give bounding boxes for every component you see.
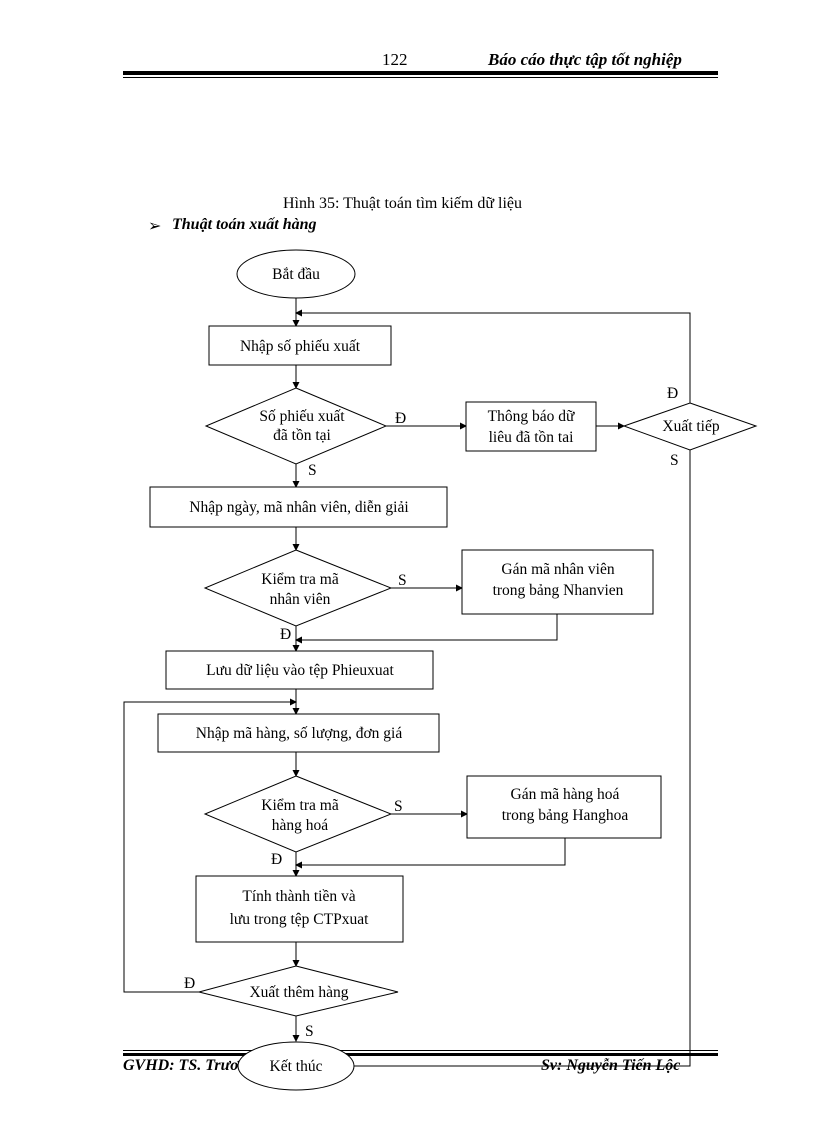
input-slip-box (208, 325, 392, 366)
flow-line (295, 838, 566, 869)
footer-rule-thin (123, 1050, 718, 1051)
no-label: S (305, 1023, 314, 1040)
input-slip-label: Nhập số phiếu xuất (240, 338, 361, 355)
assign-employee-label-2: trong bảng Nhanvien (493, 582, 624, 599)
end-terminal (237, 1041, 355, 1091)
input-date-box (149, 486, 448, 528)
header-title: Báo cáo thực tập tốt nghiệp (488, 50, 682, 69)
header-rule-thin (123, 77, 718, 78)
input-goods-label: Nhập mã hàng, số lượng, đơn giá (196, 725, 403, 742)
notify-exists-box (465, 401, 597, 452)
end-label: Kết thúc (270, 1058, 323, 1075)
check-slip-label-2: đã tồn tại (273, 427, 331, 444)
check-goods-label-2: hàng hoá (272, 817, 329, 834)
footer-rule (123, 1053, 718, 1056)
flow-line (295, 614, 558, 644)
save-slip-label: Lưu dữ liệu vào tệp Phieuxuat (206, 662, 394, 679)
yes-label: Đ (280, 626, 291, 643)
start-terminal (236, 249, 356, 299)
loop-line (123, 698, 297, 993)
check-slip-label-1: Số phiếu xuất (259, 408, 345, 425)
save-slip-box (165, 650, 434, 690)
notify-exists-label-1: Thông báo dữ (488, 408, 575, 425)
no-label: S (398, 572, 407, 589)
yes-label: Đ (184, 975, 195, 992)
yes-label: Đ (395, 410, 406, 427)
check-employee-label-2: nhân viên (270, 591, 331, 608)
no-label: S (394, 798, 403, 815)
check-goods-decision (203, 775, 393, 853)
continue-export-decision (622, 402, 758, 451)
yes-label: Đ (667, 385, 678, 402)
check-employee-decision (203, 549, 393, 627)
input-date-label: Nhập ngày, mã nhân viên, diễn giải (189, 499, 409, 516)
continue-export-label: Xuất tiếp (662, 418, 719, 435)
figure-caption: Hình 35: Thuật toán tìm kiếm dữ liệu (283, 195, 523, 212)
loop-line (334, 450, 691, 1070)
start-label: Bắt đầu (272, 266, 320, 283)
compute-total-label-1: Tính thành tiền và (242, 888, 355, 905)
assign-employee-box (461, 549, 654, 615)
notify-exists-label-2: liêu đã tồn tai (489, 429, 574, 446)
export-more-label: Xuất thêm hàng (249, 984, 348, 1001)
connectors (123, 298, 691, 1070)
assign-goods-box (466, 775, 662, 839)
check-goods-label-1: Kiểm tra mã (261, 797, 339, 814)
assign-goods-label-2: trong bảng Hanghoa (502, 807, 629, 824)
no-label: S (308, 462, 317, 479)
assign-employee-label-1: Gán mã nhân viên (501, 561, 614, 578)
no-label: S (670, 452, 679, 469)
input-goods-box (157, 713, 440, 753)
yes-label: Đ (271, 851, 282, 868)
compute-total-box (195, 875, 404, 943)
check-slip-decision (204, 387, 388, 465)
header-rule (123, 71, 718, 75)
bullet-arrow-icon: ➢ (148, 218, 162, 235)
check-employee-label-1: Kiểm tra mã (261, 571, 339, 588)
page-number: 122 (382, 50, 408, 69)
compute-total-label-2: lưu trong tệp CTPxuat (230, 911, 370, 928)
section-title: Thuật toán xuất hàng (172, 216, 317, 233)
assign-goods-label-1: Gán mã hàng hoá (511, 786, 620, 803)
loop-line (295, 309, 691, 403)
export-more-decision (198, 965, 399, 1017)
